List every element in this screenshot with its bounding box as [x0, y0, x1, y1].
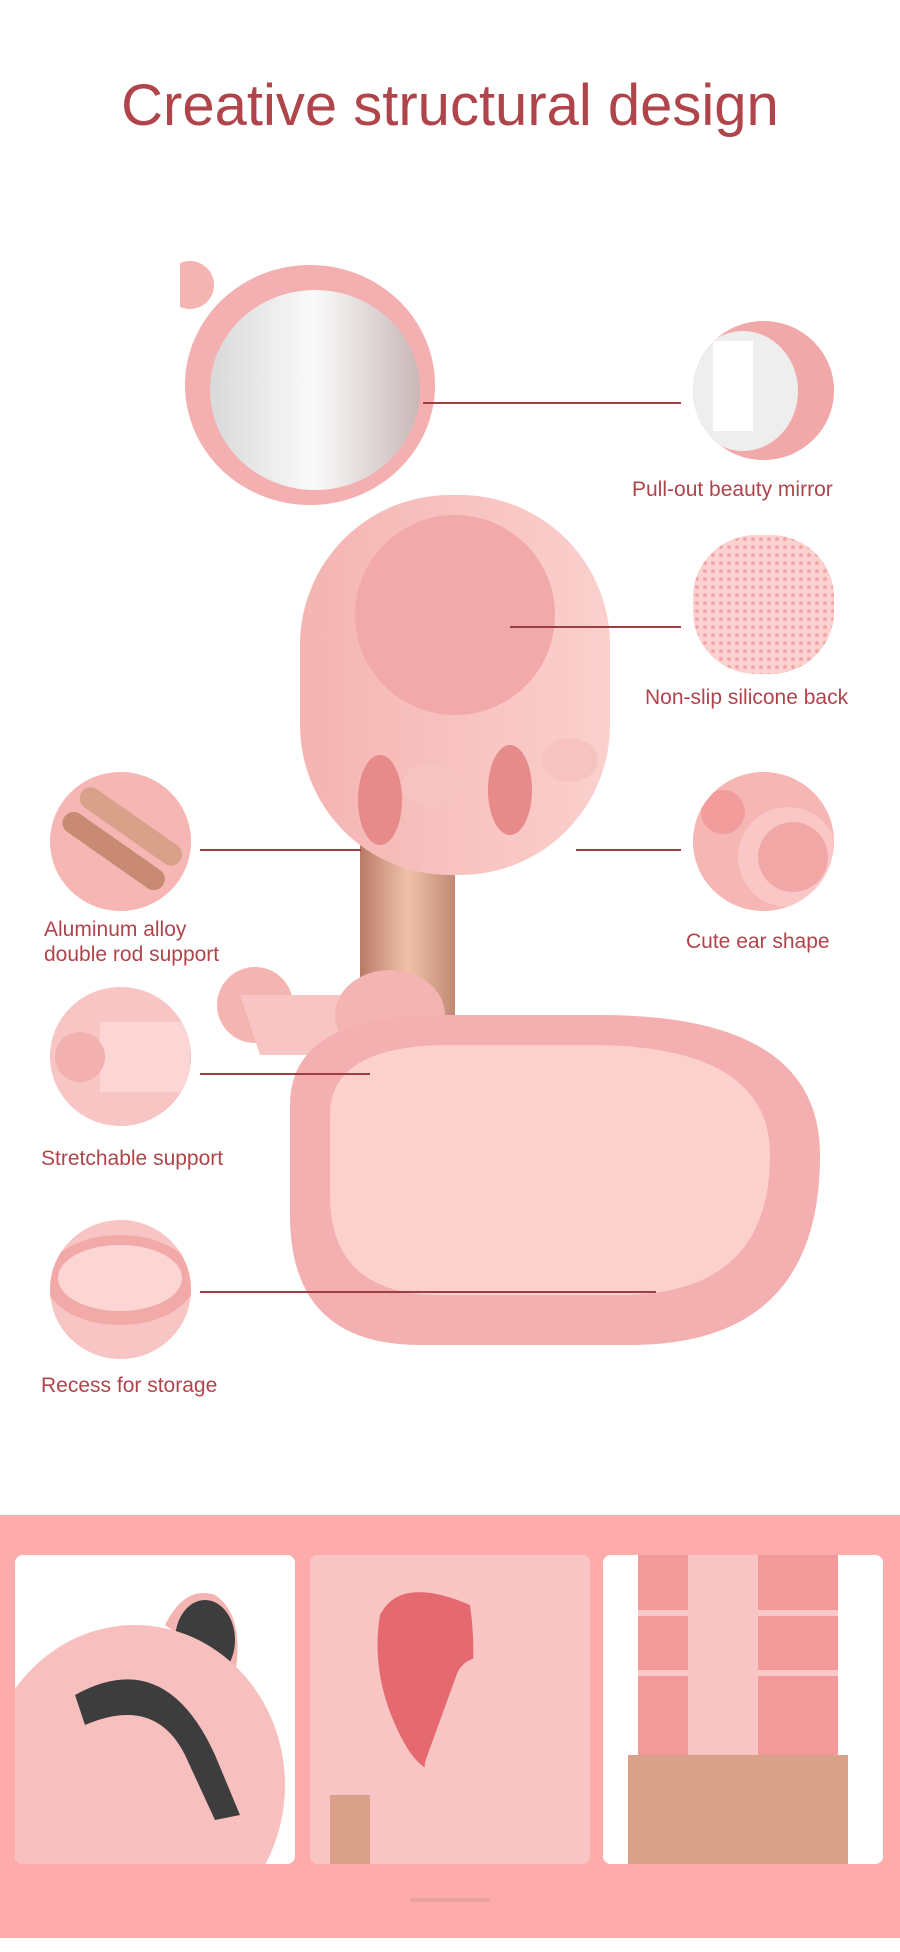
detail-band — [0, 1515, 900, 1938]
leader-line — [200, 1073, 370, 1075]
detail-panel-ear-pad — [15, 1555, 295, 1864]
leader-line — [423, 402, 681, 404]
feature-label-aluminum-line2: double rod support — [44, 943, 220, 966]
phone-stand-illustration — [180, 261, 820, 1345]
feature-label-stretch: Stretchable support — [41, 1147, 224, 1170]
detail-panel-rack — [603, 1555, 883, 1864]
storage-tray-thumbnail — [50, 1220, 191, 1359]
mirror-glass — [210, 290, 420, 490]
leader-line — [576, 849, 681, 851]
leader-line — [200, 1291, 656, 1293]
band-indicator — [410, 1898, 490, 1902]
silicone-texture-thumbnail — [693, 535, 834, 674]
page-title: Creative structural design — [121, 73, 779, 138]
feature-label-silicone: Non-slip silicone back — [645, 686, 849, 709]
feature-label-storage: Recess for storage — [41, 1374, 218, 1397]
feature-label-aluminum-line1: Aluminum alloy — [44, 918, 187, 941]
leader-line — [200, 849, 361, 851]
ear-shape-thumbnail — [693, 772, 834, 911]
feature-label-mirror: Pull-out beauty mirror — [632, 478, 833, 501]
leader-line — [510, 626, 681, 628]
stretch-support-thumbnail — [50, 987, 191, 1126]
aluminum-rod-thumbnail — [50, 772, 191, 911]
feature-label-ear: Cute ear shape — [686, 930, 830, 953]
mirror-thumbnail — [693, 321, 834, 460]
mirror-ear — [180, 261, 214, 309]
detail-panel-hook — [310, 1555, 590, 1864]
silicone-pad — [355, 515, 555, 715]
